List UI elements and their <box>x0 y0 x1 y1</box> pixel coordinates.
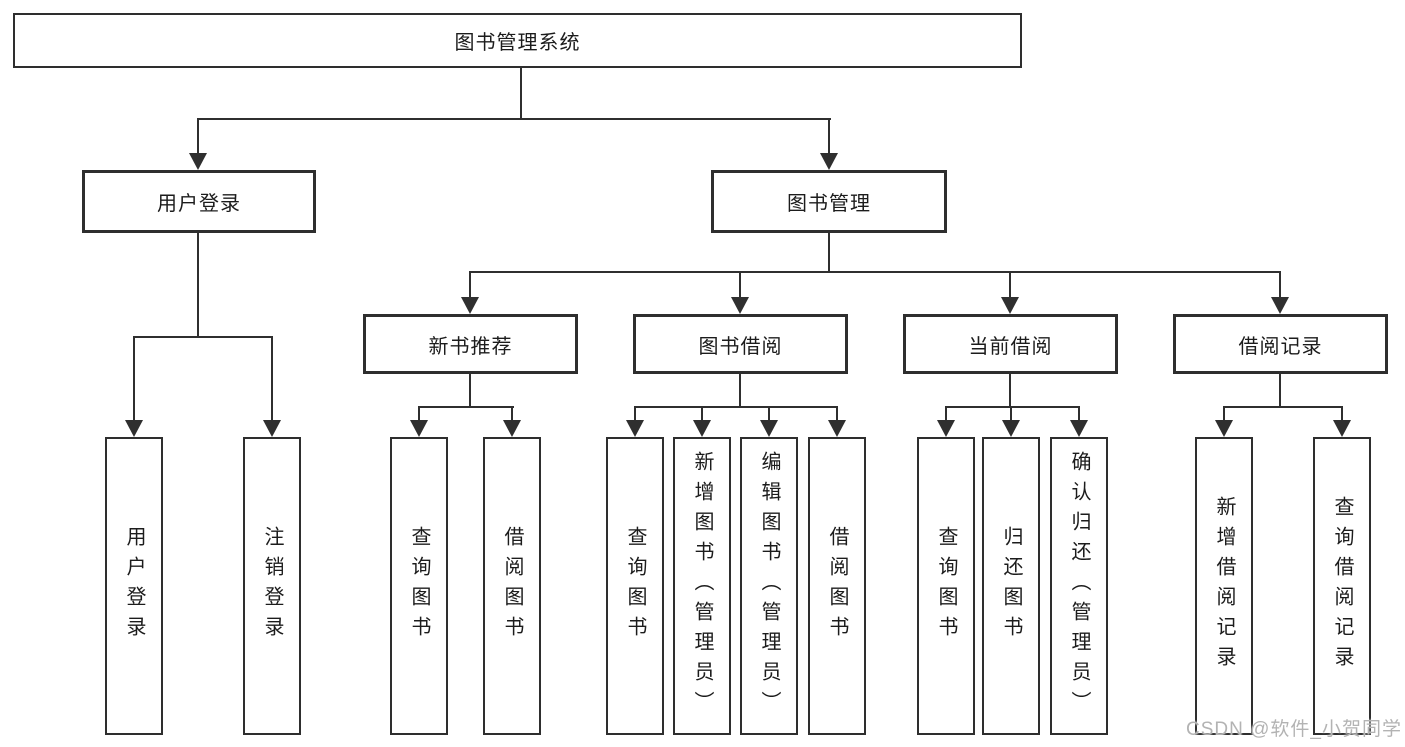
connector-drop-current-borrow <box>1009 271 1011 298</box>
csdn-watermark: CSDN @软件_小贺同学 <box>1186 719 1402 740</box>
connector-drop-leaf <box>768 406 770 421</box>
connector-group-horizontal <box>1223 406 1343 408</box>
connector-drop-leaf <box>836 406 838 421</box>
node-new-book-recommend: 新书推荐 <box>363 314 578 374</box>
arrow-down-icon <box>626 420 644 437</box>
arrow-down-icon <box>1002 420 1020 437</box>
leaf-add-borrow-record: 新增借阅记录 <box>1195 437 1253 735</box>
leaf-return-books: 归还图书 <box>982 437 1040 735</box>
connector-drop-leaf <box>1341 406 1343 421</box>
node-root-system: 图书管理系统 <box>13 13 1022 68</box>
connector-group-horizontal <box>418 406 514 408</box>
connector-drop-leaf <box>511 406 513 421</box>
leaf-edit-books-admin: 编辑图书（管理员） <box>740 437 798 735</box>
leaf-query-books-3: 查询图书 <box>917 437 975 735</box>
connector-group-horizontal <box>945 406 1080 408</box>
connector-book-mgmt-stem <box>828 233 830 273</box>
arrow-down-icon <box>263 420 281 437</box>
leaf-borrow-books-2: 借阅图书 <box>808 437 866 735</box>
connector-group-stem <box>1279 374 1281 408</box>
connector-drop-leaf <box>1078 406 1080 421</box>
arrow-down-icon <box>1215 420 1233 437</box>
leaf-query-borrow-record: 查询借阅记录 <box>1313 437 1371 735</box>
connector-group-stem <box>1009 374 1011 408</box>
connector-group-stem <box>739 374 741 408</box>
connector-drop-leaf <box>1223 406 1225 421</box>
connector-user-login-horizontal <box>133 336 273 338</box>
node-borrowing-records: 借阅记录 <box>1173 314 1388 374</box>
arrow-down-icon <box>461 297 479 314</box>
connector-root-trunk <box>520 68 522 120</box>
connector-drop-book-borrow <box>739 271 741 298</box>
arrow-down-icon <box>1070 420 1088 437</box>
node-user-login: 用户登录 <box>82 170 316 233</box>
connector-user-login-stem <box>197 233 199 338</box>
arrow-down-icon <box>731 297 749 314</box>
arrow-down-icon <box>693 420 711 437</box>
arrow-down-icon <box>937 420 955 437</box>
connector-group-horizontal <box>634 406 838 408</box>
connector-level1-horizontal <box>197 118 831 120</box>
connector-group-stem <box>469 374 471 408</box>
arrow-down-icon <box>125 420 143 437</box>
node-current-borrowing: 当前借阅 <box>903 314 1118 374</box>
leaf-query-books-1: 查询图书 <box>390 437 448 735</box>
arrow-down-icon <box>410 420 428 437</box>
connector-drop-leaf <box>945 406 947 421</box>
connector-drop-leaf <box>634 406 636 421</box>
connector-drop-leaf <box>133 336 135 421</box>
node-book-management: 图书管理 <box>711 170 947 233</box>
connector-drop-user-login <box>197 118 199 154</box>
node-book-borrowing: 图书借阅 <box>633 314 848 374</box>
connector-level3-horizontal <box>469 271 1281 273</box>
connector-drop-new-books <box>469 271 471 298</box>
arrow-down-icon <box>189 153 207 170</box>
arrow-down-icon <box>1001 297 1019 314</box>
connector-drop-leaf <box>701 406 703 421</box>
arrow-down-icon <box>1333 420 1351 437</box>
leaf-add-books-admin: 新增图书（管理员） <box>673 437 731 735</box>
connector-drop-leaf <box>271 336 273 421</box>
leaf-borrow-books-1: 借阅图书 <box>483 437 541 735</box>
connector-drop-book-mgmt <box>828 118 830 154</box>
arrow-down-icon <box>760 420 778 437</box>
connector-drop-leaf <box>1010 406 1012 421</box>
arrow-down-icon <box>503 420 521 437</box>
arrow-down-icon <box>828 420 846 437</box>
arrow-down-icon <box>820 153 838 170</box>
leaf-logout: 注销登录 <box>243 437 301 735</box>
leaf-user-login: 用户登录 <box>105 437 163 735</box>
leaf-confirm-return-admin: 确认归还（管理员） <box>1050 437 1108 735</box>
connector-drop-borrow-records <box>1279 271 1281 298</box>
arrow-down-icon <box>1271 297 1289 314</box>
leaf-query-books-2: 查询图书 <box>606 437 664 735</box>
connector-drop-leaf <box>418 406 420 421</box>
